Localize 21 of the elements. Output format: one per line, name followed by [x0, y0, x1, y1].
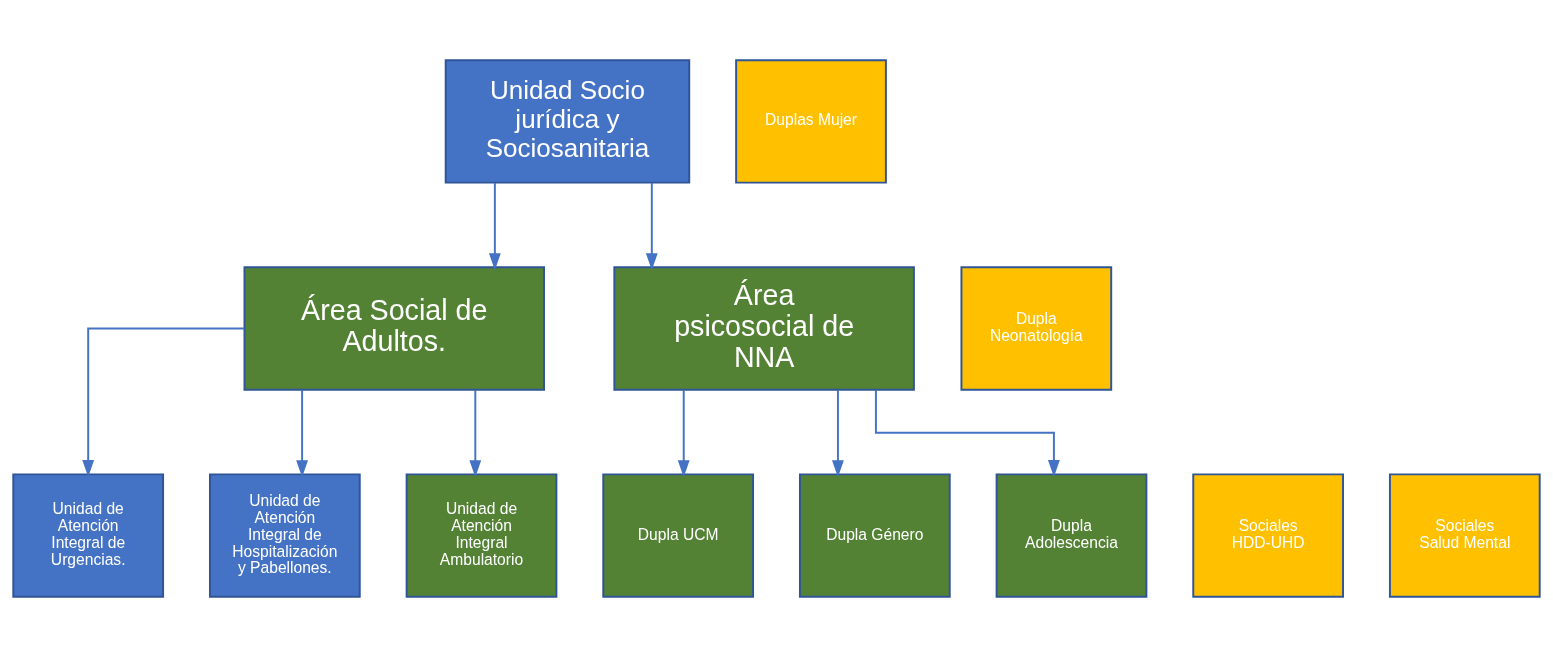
arrow	[832, 388, 844, 477]
arrow	[874, 388, 1060, 477]
node-box: Sociales HDD-UHD	[1192, 472, 1344, 598]
arrow	[82, 327, 246, 477]
node-box: Unidad de Atención Integral de Urgencias.	[12, 472, 165, 598]
node-box: Duplas Mujer	[735, 58, 887, 184]
arrow	[296, 388, 309, 477]
arrow	[645, 181, 658, 270]
arrow	[677, 388, 690, 477]
node-box: Dupla Género	[798, 472, 951, 598]
node-box: Área psicosocial de NNA	[613, 265, 915, 391]
node-box: Unidad de Atención Integral de Hospitalización y Pabellones.	[209, 472, 361, 598]
arrow	[469, 388, 482, 477]
node-box: Dupla UCM	[602, 472, 755, 598]
node-box: Dupla Neonatología	[960, 265, 1113, 391]
arrow	[488, 181, 501, 270]
node-box: Sociales Salud Mental	[1388, 472, 1541, 598]
node-box: Unidad Socio jurídica y Sociosanitaria	[444, 58, 691, 184]
node-box: Unidad de Atención Integral Ambulatorio	[405, 472, 558, 598]
node-box: Área Social de Adultos.	[243, 265, 545, 391]
node-box: Dupla Adolescencia	[995, 472, 1148, 598]
